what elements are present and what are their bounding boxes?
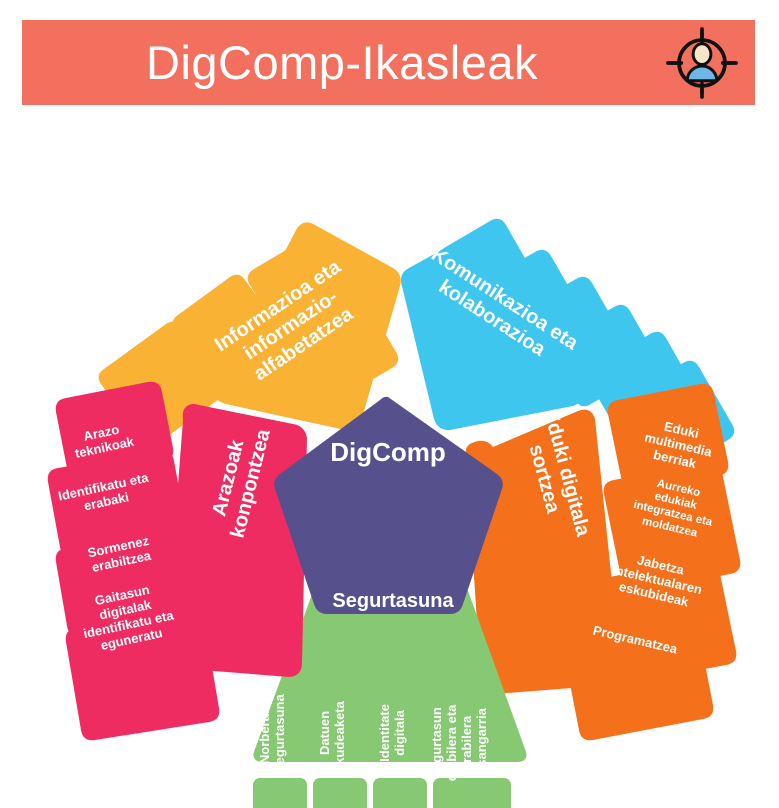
- area-problem-solving[interactable]: [47, 381, 307, 741]
- tile-problem-4: [65, 609, 220, 741]
- tile-problem-3: [55, 531, 194, 637]
- digcomp-wheel-diagram: DigComp Informazioa eta informazio- alfa…: [0, 108, 779, 808]
- target-person-icon: [665, 26, 739, 100]
- petal-shapes: [47, 218, 741, 808]
- page-title: DigComp-Ikasleak: [146, 36, 538, 89]
- tile-information-2: [172, 274, 297, 404]
- tile-safety-4: [433, 778, 511, 808]
- center-pentagon[interactable]: [274, 396, 503, 614]
- area-content-creation[interactable]: [465, 383, 741, 741]
- tile-information-3: [247, 231, 399, 406]
- tile-safety-3: [373, 778, 427, 808]
- area-information[interactable]: [98, 222, 401, 447]
- tile-problem-2: [47, 450, 187, 558]
- tile-content-4: [569, 648, 714, 741]
- tile-safety-2: [313, 778, 367, 808]
- tile-safety-1: [253, 778, 307, 808]
- header-bar: DigComp-Ikasleak: [22, 20, 755, 105]
